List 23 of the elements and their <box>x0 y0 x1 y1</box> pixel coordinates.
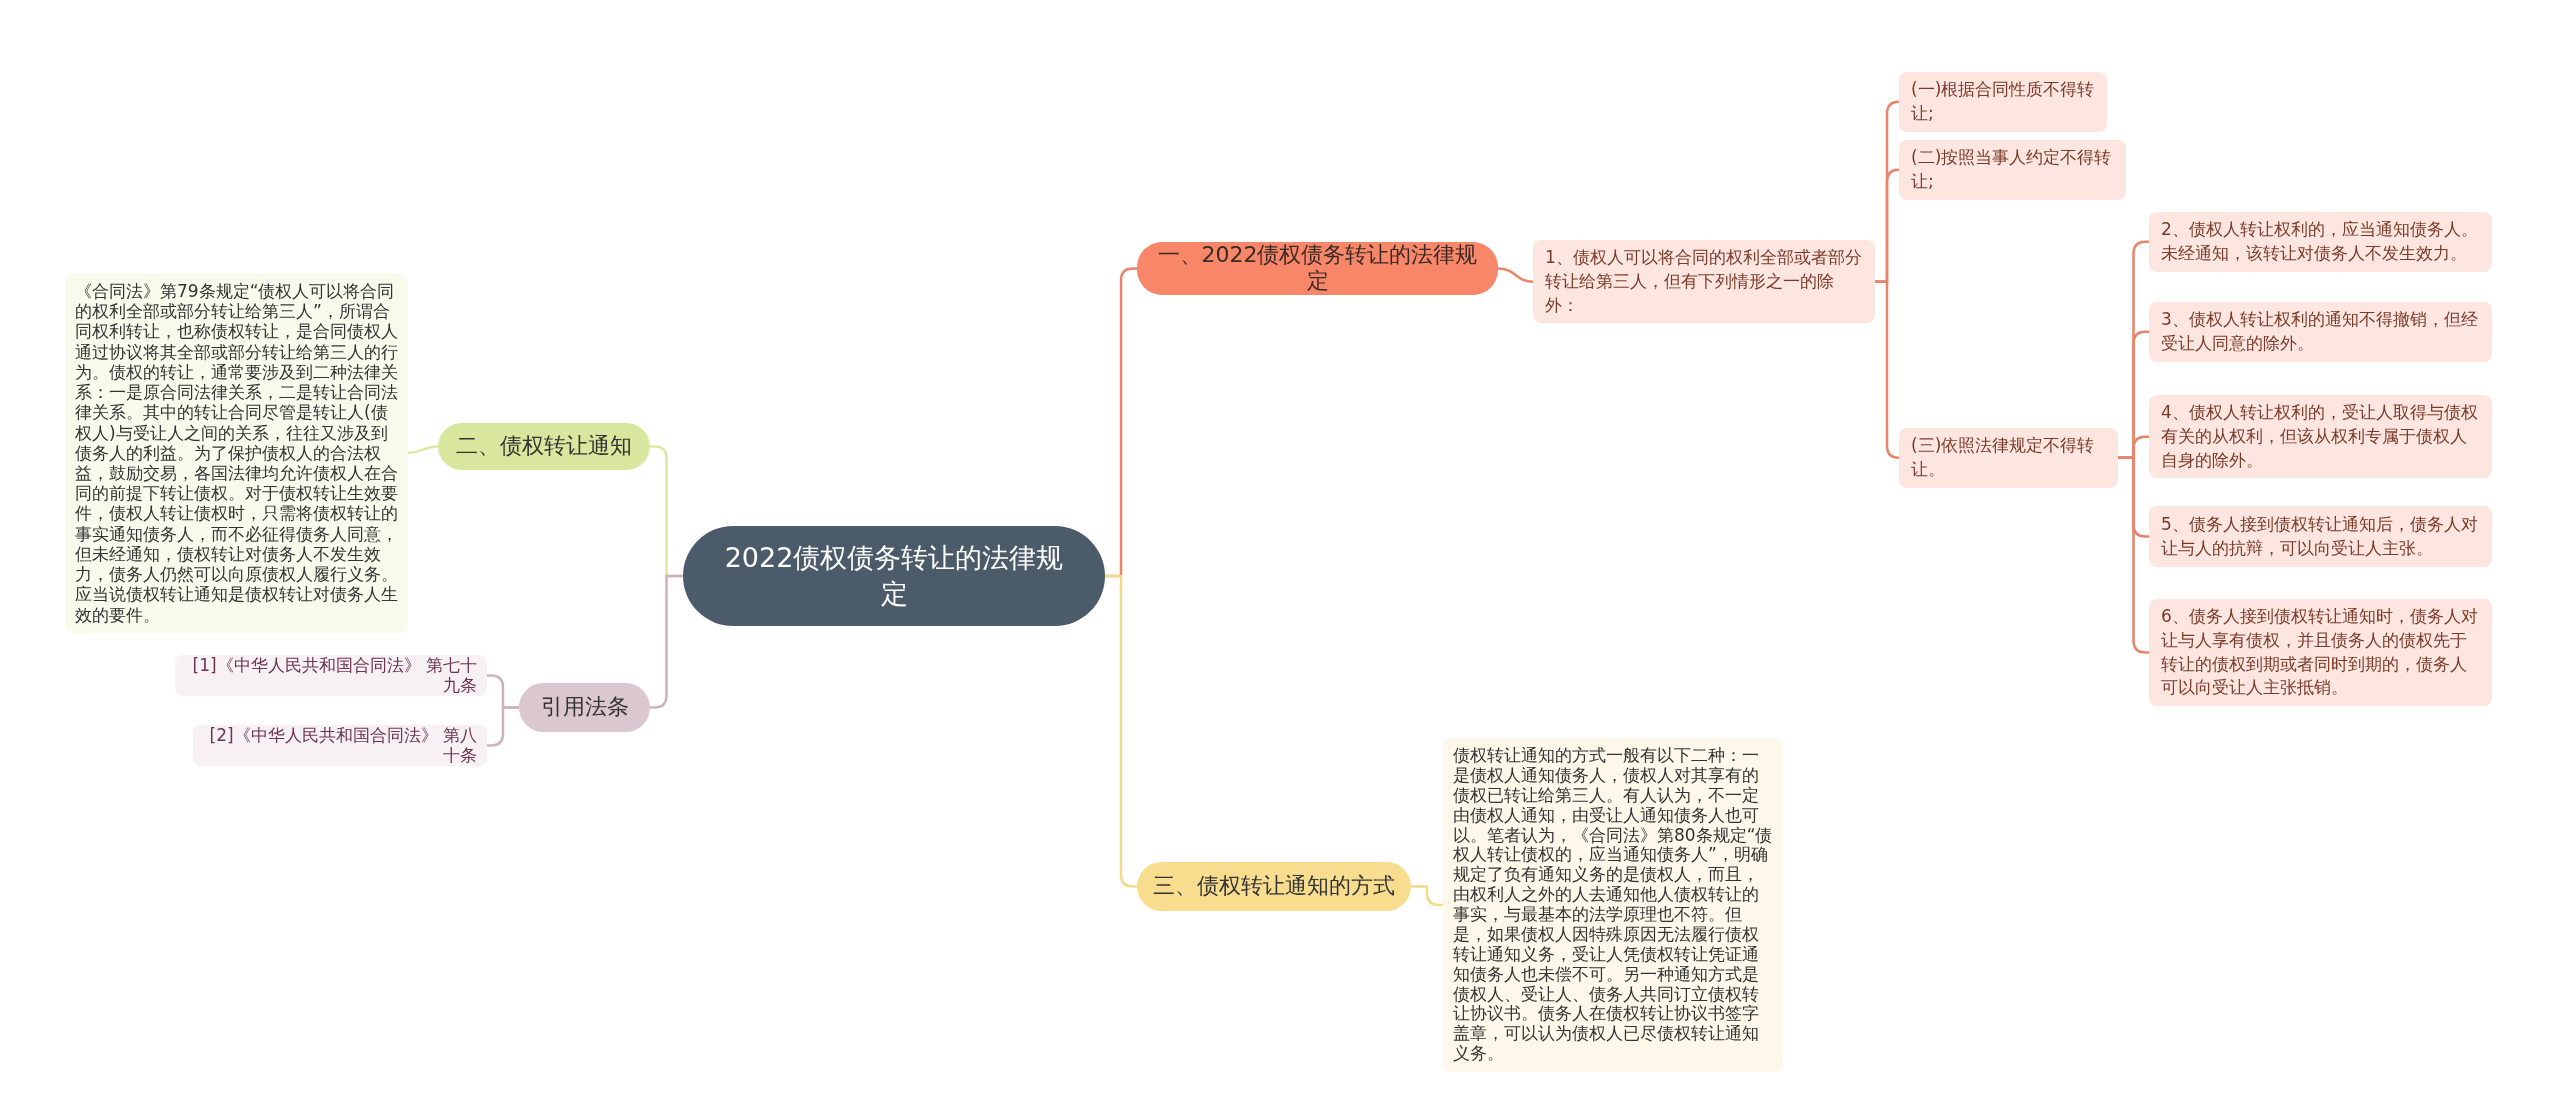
connector-line <box>1875 280 1901 460</box>
reference-box: [1]《中华人民共和国合同法》 第七十九条 <box>175 655 487 696</box>
subtopic-box: 6、债务人接到债权转让通知时，债务人对让与人享有债权，并且债务人的债权先于转让的债权到期或者同时到期的，债务人可以向受让人主张抵销。 <box>2149 599 2492 707</box>
topic-box: 三、债权转让通知的方式 <box>1137 862 1411 911</box>
note-box: 债权转让通知的方式一般有以下二种：一是债权人通知债务人，债权人对其享有的债权已转让给第三人。有人认为，不一定由债权人通知，由受让人通知债务人也可以。笔者认为，《合同法》第80条规定“债权人转让债权的，应当通知债务人”，明确规定了负有通知义务的是债权人，而且，由权利人之外的人去通知他人债权转让的事实，与最基本的法学原理也不符。但是，如果债权人因特殊原因无法履行债权转让通知义务，受让人凭债权转让凭证通知债务人也未偿不可。另一种通知方式是债权人、受让人、债务人共同订立债权转让协议书。债务人在债权转让协议书签字盖章，可以认为债权人已尽债权转让通知义务。 <box>1443 738 1783 1072</box>
subtopic-box: 4、债权人转让权利的，受让人取得与债权有关的从权利，但该从权利专属于债权人自身的除外。 <box>2149 395 2492 479</box>
topic-box: 引用法条 <box>519 683 650 732</box>
central-topic: 2022债权债务转让的法律规定 <box>683 526 1105 626</box>
topic-box: 二、债权转让通知 <box>438 423 650 470</box>
connector-line <box>407 445 439 455</box>
reference-box: [2]《中华人民共和国合同法》 第八十条 <box>193 725 487 766</box>
topic-box: 一、2022债权债务转让的法律规定 <box>1137 242 1498 295</box>
subtopic-box: (三)依照法律规定不得转让。 <box>1899 428 2118 488</box>
subtopic-box: 3、债权人转让权利的通知不得撤销，但经受让人同意的除外。 <box>2149 302 2492 362</box>
subtopic-box: 1、债权人可以将合同的权利全部或者部分转让给第三人，但有下列情形之一的除外： <box>1533 240 1875 324</box>
subtopic-box: 2、债权人转让权利的，应当通知债务人。未经通知，该转让对债务人不发生效力。 <box>2149 212 2492 272</box>
subtopic-box: 5、债务人接到债权转让通知后，债务人对让与人的抗辩，可以向受让人主张。 <box>2149 506 2492 567</box>
note-box: 《合同法》第79条规定“债权人可以将合同的权利全部或部分转让给第三人”，所谓合同权利转让，也称债权转让，是合同债权人通过协议将其全部或部分转让给第三人的行为。债权的转让，通常要涉及到二种法律关系：一是原合同法律关系，二是转让合同法律关系。其中的转让合同尽管是转让人(债权人)与受让人之间的关系，往往又涉及到债务人的利益。为了保护债权人的合法权益，鼓励交易，各国法律均允许债权人在合同的前提下转让债权。对于债权转让生效要件，债权人转让债权时，只需将债权转让的事实通知债务人，而不必征得债务人同意，但未经通知，债权转让对债务人不发生效力，债务人仍然可以向原债权人履行义务。应当说债权转让通知是债权转让对债务人生效的要件。 <box>65 273 408 633</box>
subtopic-box: (二)按照当事人约定不得转让; <box>1899 140 2126 200</box>
connector-line <box>1497 267 1534 283</box>
connector-line <box>1411 885 1443 907</box>
subtopic-box: (一)根据合同性质不得转让; <box>1899 72 2107 132</box>
connector-line <box>487 706 519 747</box>
